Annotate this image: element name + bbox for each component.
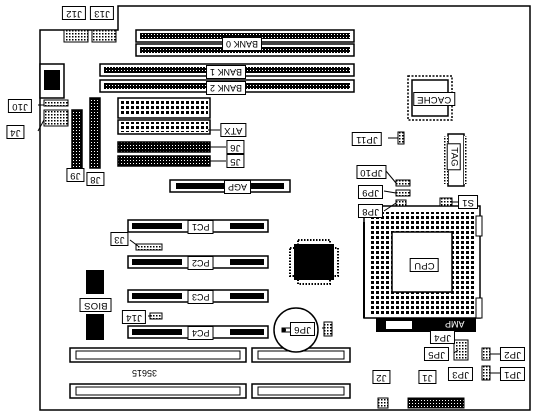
jp10-label: JP10: [356, 165, 387, 179]
s1-switch: [439, 197, 453, 207]
jp8-label: JP8: [358, 204, 383, 218]
j4-header: [43, 109, 69, 127]
j10-label: J10: [8, 99, 32, 113]
j3-label: J3: [110, 232, 129, 246]
j8-connector: [89, 97, 101, 169]
jp6-label: JP6: [290, 322, 315, 336]
j12-j13-headers: [63, 29, 117, 43]
j9-connector: [71, 109, 83, 169]
jp8-header: [395, 199, 407, 207]
jp9-label: JP9: [358, 185, 383, 199]
cpu-label: CPU: [410, 258, 439, 272]
j2-label: J2: [372, 370, 391, 384]
agp-label: AGP: [224, 180, 252, 194]
bios-label: BIOS: [80, 298, 112, 312]
atx-power-connector: [117, 97, 211, 135]
atx-label: ATX: [220, 123, 247, 137]
cache-label: CACHE: [413, 92, 456, 106]
jp4-jp5-header: [453, 339, 469, 361]
pc4-label: PC4: [188, 326, 214, 340]
j14-label: J14: [122, 310, 146, 324]
bank-2-label: BANK 2: [206, 81, 247, 95]
jp11-header: [397, 131, 405, 145]
bank-1-label: BANK 1: [206, 65, 247, 79]
jp4-label: JP4: [430, 330, 455, 344]
j6-connector: [117, 141, 211, 153]
part-number-label: 35615: [132, 368, 158, 378]
j1-label: J1: [418, 370, 437, 384]
jp6-header: [323, 321, 333, 337]
j12-label: J12: [62, 6, 86, 20]
jp2-label: JP2: [500, 347, 525, 361]
pc1-label: PC1: [188, 220, 214, 234]
leader-lines: [37, 104, 500, 374]
jp3-header: [481, 347, 491, 361]
bios-chip: [86, 270, 104, 340]
j2-header: [377, 397, 389, 409]
j3-header: [135, 243, 163, 251]
rear-port-connector: [39, 63, 65, 99]
jp5-label: JP5: [424, 347, 449, 361]
s1-label: S1: [458, 195, 479, 209]
j8-label: J8: [86, 172, 105, 186]
jp2-header: [481, 365, 491, 381]
j6-label: J6: [226, 140, 245, 154]
jp1-label: JP1: [500, 367, 525, 381]
jp10-header: [395, 179, 411, 187]
isa-slots: [69, 347, 351, 399]
amp-label: AMP: [442, 318, 468, 330]
bank-0-label: BANK 0: [222, 37, 263, 51]
jp9-header: [395, 189, 411, 197]
j1-header: [407, 397, 465, 409]
pc2-label: PC2: [188, 256, 214, 270]
board-outline: [39, 5, 531, 411]
j4-label: J4: [6, 125, 25, 139]
j5-label: J5: [226, 154, 245, 168]
jp11-label: JP11: [352, 132, 382, 146]
j13-label: J13: [90, 6, 114, 20]
jp3-label: JP3: [448, 367, 473, 381]
j9-label: J9: [66, 168, 85, 182]
chipset: [289, 239, 339, 285]
tag-label: TAG: [446, 143, 461, 171]
pc3-label: PC3: [188, 290, 214, 304]
j5-connector: [117, 155, 211, 167]
j10-header: [43, 99, 69, 107]
